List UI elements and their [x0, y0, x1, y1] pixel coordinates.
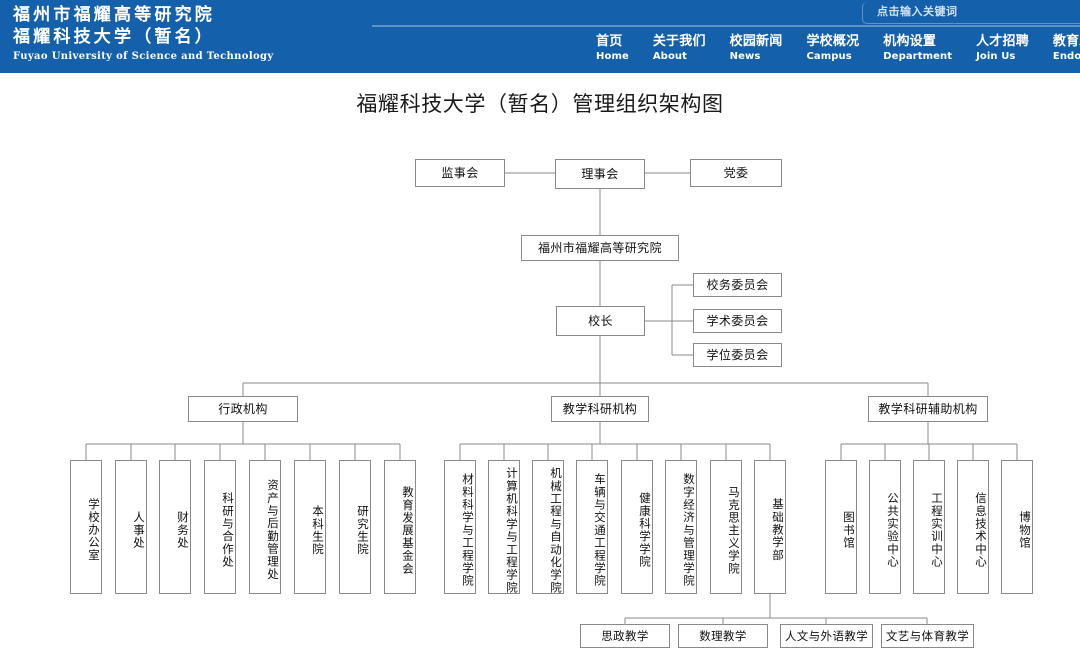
node-admin-unit-2[interactable]: 人事处 [115, 460, 147, 594]
nav-item-home-cn: 首页 [596, 34, 623, 49]
nav-item-about-en: About [652, 51, 688, 62]
brand-title-line1: 福州市福耀高等研究院 [13, 5, 215, 25]
node-academic-unit-5[interactable]: 健康科学学院 [621, 460, 653, 594]
node-admin-unit-4[interactable]: 科研与合作处 [204, 460, 236, 594]
node-academic-unit-4[interactable]: 车辆与交通工程学院 [576, 460, 608, 594]
header-divider [372, 25, 1080, 27]
node-board-trustees[interactable]: 理事会 [555, 159, 645, 189]
nav-item-about-cn: 关于我们 [652, 34, 706, 49]
node-support-unit-2[interactable]: 公共实验中心 [869, 460, 901, 594]
node-academic-unit-7[interactable]: 马克思主义学院 [710, 460, 742, 594]
node-admin-unit-3[interactable]: 财务处 [159, 460, 191, 594]
site-brand[interactable]: 福州市福耀高等研究院 福耀科技大学（暂名） Fuyao University o… [13, 4, 353, 64]
node-group-support[interactable]: 教学科研辅助机构 [868, 396, 988, 422]
nav-item-home[interactable]: 首页 Home [596, 34, 629, 64]
node-admin-unit-5[interactable]: 资产与后勤管理处 [249, 460, 281, 594]
nav-item-joinus-cn: 人才招聘 [976, 34, 1029, 49]
nav-item-department-cn: 机构设置 [883, 34, 937, 49]
node-academic-unit-2[interactable]: 计算机科学与工程学院 [488, 460, 520, 594]
node-admin-unit-8[interactable]: 教育发展基金会 [384, 460, 416, 594]
node-academic-unit-1[interactable]: 材料科学与工程学院 [444, 460, 476, 594]
nav-item-about[interactable]: 关于我们 About [653, 34, 706, 64]
nav-item-joinus-en: Join Us [976, 51, 1016, 62]
node-admin-unit-6[interactable]: 本科生院 [294, 460, 326, 594]
node-group-academic[interactable]: 教学科研机构 [551, 396, 649, 422]
node-party-committee[interactable]: 党委 [690, 159, 782, 187]
node-support-unit-3[interactable]: 工程实训中心 [913, 460, 945, 594]
node-president[interactable]: 校长 [556, 306, 645, 336]
nav-item-campus-en: Campus [806, 51, 852, 62]
node-group-admin[interactable]: 行政机构 [188, 396, 298, 422]
nav-item-endowment[interactable]: 教育发展基 Endowment [1053, 34, 1080, 64]
nav-item-news[interactable]: 校园新闻 News [730, 34, 783, 64]
search-box[interactable] [862, 2, 1080, 24]
nav-item-joinus[interactable]: 人才招聘 Join Us [976, 34, 1029, 64]
nav-item-news-cn: 校园新闻 [729, 34, 783, 49]
node-admin-unit-1[interactable]: 学校办公室 [70, 460, 102, 594]
site-header: 福州市福耀高等研究院 福耀科技大学（暂名） Fuyao University o… [0, 0, 1080, 73]
node-teaching-section-2[interactable]: 数理教学 [678, 624, 768, 648]
nav-item-campus[interactable]: 学校概况 Campus [806, 34, 859, 64]
nav-item-home-en: Home [596, 51, 629, 62]
node-support-unit-5[interactable]: 博物馆 [1001, 460, 1033, 594]
nav-item-campus-cn: 学校概况 [806, 34, 860, 49]
brand-title-line2: 福耀科技大学（暂名） [13, 27, 215, 47]
node-board-supervisor[interactable]: 监事会 [415, 159, 505, 187]
node-committee-academic[interactable]: 学术委员会 [693, 309, 782, 333]
node-academic-unit-8[interactable]: 基础教学部 [754, 460, 786, 594]
node-institute[interactable]: 福州市福耀高等研究院 [521, 235, 679, 261]
node-committee-degree[interactable]: 学位委员会 [693, 343, 782, 367]
nav-item-department-en: Department [883, 51, 953, 62]
node-teaching-section-3[interactable]: 人文与外语教学 [780, 624, 873, 648]
node-support-unit-4[interactable]: 信息技术中心 [957, 460, 989, 594]
node-teaching-section-4[interactable]: 文艺与体育教学 [881, 624, 974, 648]
node-teaching-section-1[interactable]: 思政教学 [580, 624, 670, 648]
node-admin-unit-7[interactable]: 研究生院 [339, 460, 371, 594]
nav-item-news-en: News [729, 51, 761, 62]
node-committee-school-affairs[interactable]: 校务委员会 [693, 273, 782, 297]
nav-item-endowment-cn: 教育发展基 [1052, 34, 1080, 49]
node-support-unit-1[interactable]: 图书馆 [825, 460, 857, 594]
search-input[interactable] [875, 2, 1075, 22]
page-title: 福耀科技大学（暂名）管理组织架构图 [356, 92, 724, 116]
node-academic-unit-3[interactable]: 机械工程与自动化学院 [532, 460, 564, 594]
brand-title-english: Fuyao University of Science and Technolo… [13, 51, 274, 62]
nav-item-endowment-en: Endowment [1052, 51, 1080, 62]
main-navigation: 首页 Home 关于我们 About 校园新闻 News 学校概况 Campus… [596, 34, 1080, 68]
nav-item-department[interactable]: 机构设置 Department [883, 34, 952, 64]
node-academic-unit-6[interactable]: 数字经济与管理学院 [665, 460, 697, 594]
